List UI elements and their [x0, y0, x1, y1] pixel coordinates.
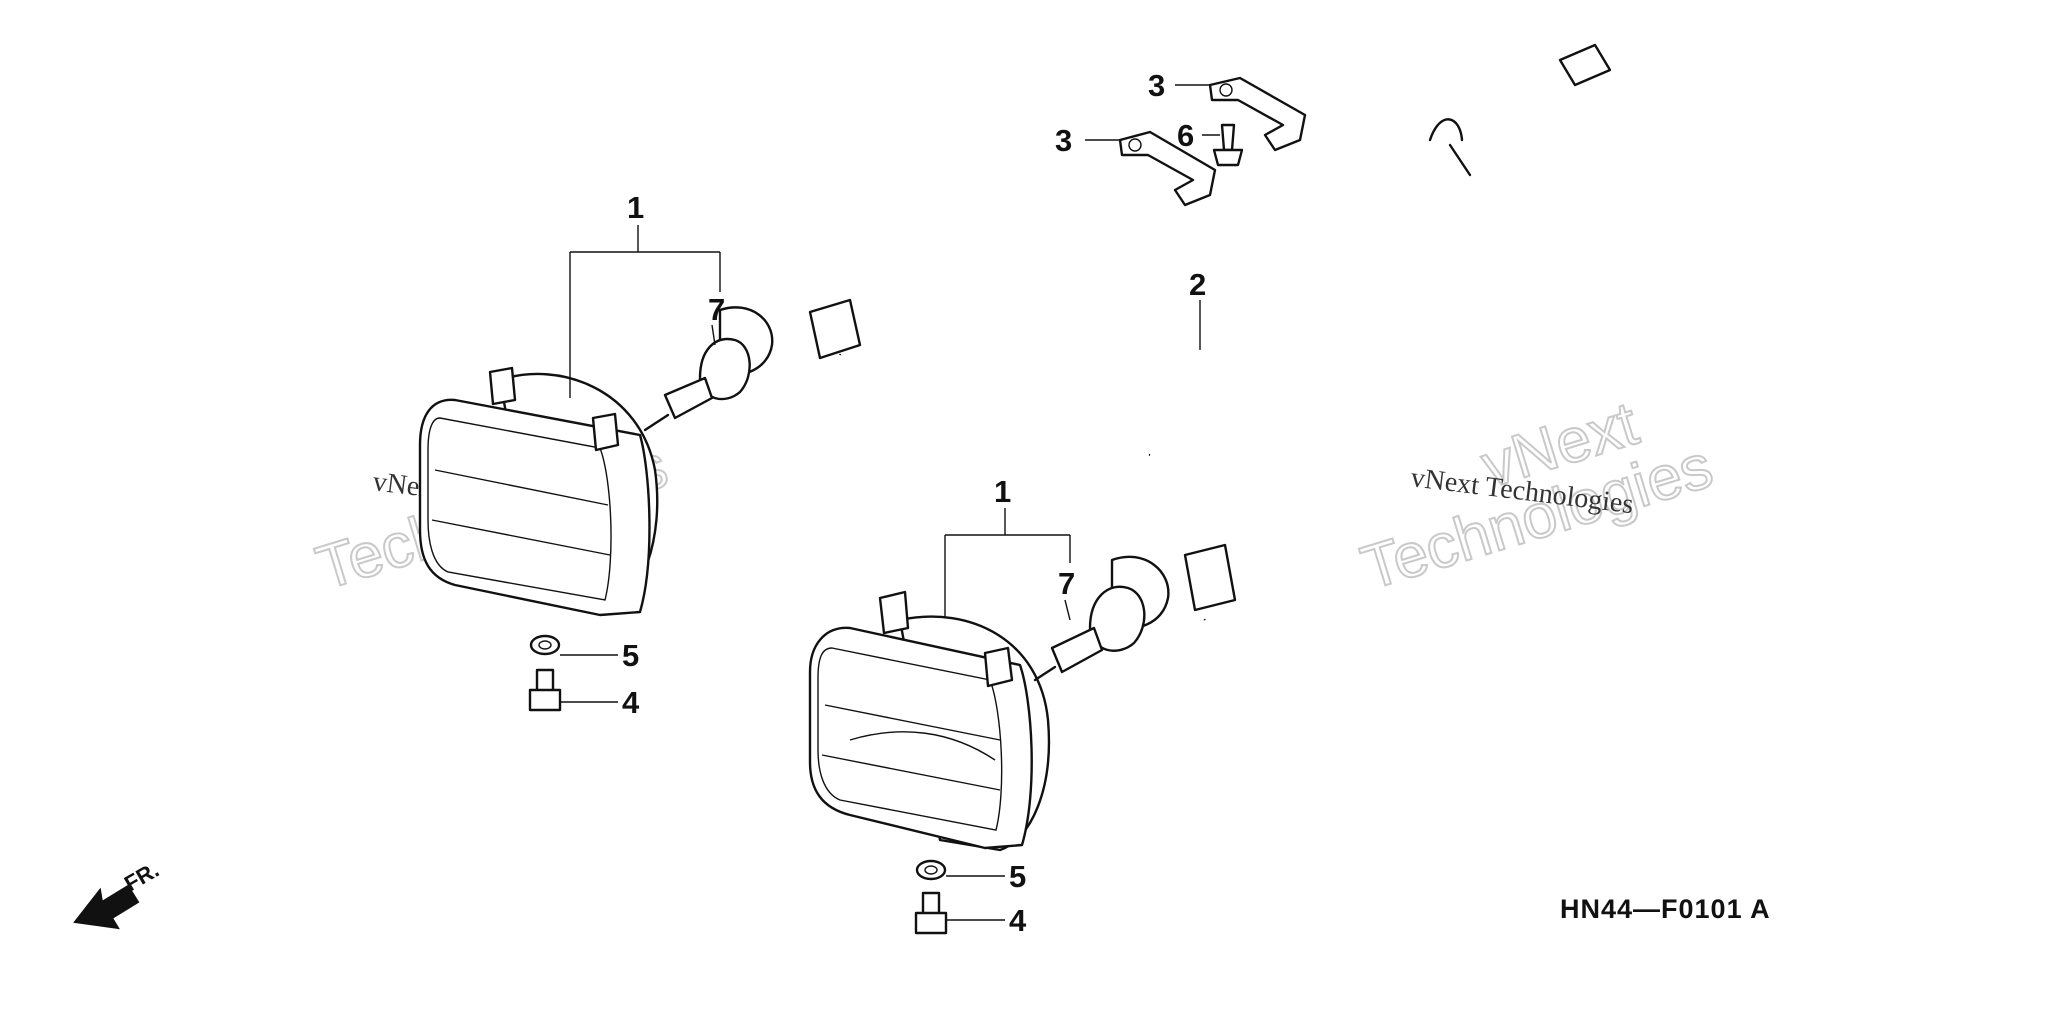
callout-headlight-right: 1 — [994, 474, 1011, 509]
front-direction-arrow: FR. — [73, 857, 163, 930]
callout-bracket-top: 3 — [1148, 68, 1165, 103]
callout-leaders — [560, 84, 1220, 921]
callout-screw: 6 — [1177, 118, 1194, 153]
callout-bolt-left: 4 — [622, 685, 640, 720]
callout-bracket-left: 3 — [1055, 123, 1072, 158]
nut-left — [529, 634, 561, 656]
headlight-left — [418, 306, 774, 617]
callout-nut-right: 5 — [1009, 859, 1026, 894]
callout-bulb-right: 7 — [1058, 566, 1075, 601]
callout-numbers: 1 7 1 7 2 3 3 6 5 4 5 4 — [622, 68, 1206, 938]
bracket-top — [1208, 76, 1307, 152]
bolt-right — [914, 891, 948, 935]
callout-headlight-left: 1 — [627, 190, 644, 225]
screw — [1212, 123, 1244, 167]
wire-harness — [808, 43, 1612, 634]
bracket-left — [1118, 130, 1217, 207]
headlight-right — [808, 555, 1170, 852]
callout-bulb-left: 7 — [708, 292, 725, 327]
callout-nut-left: 5 — [622, 638, 639, 673]
bolt-left — [528, 668, 562, 712]
diagram-code: HN44—F0101 A — [1560, 894, 1771, 924]
callout-bolt-right: 4 — [1009, 903, 1027, 938]
watermark-right: vNext Technologies vNext Technologies — [1353, 388, 1721, 604]
callout-harness: 2 — [1189, 267, 1206, 302]
arrow-icon — [73, 884, 140, 930]
nut-right — [915, 859, 947, 881]
